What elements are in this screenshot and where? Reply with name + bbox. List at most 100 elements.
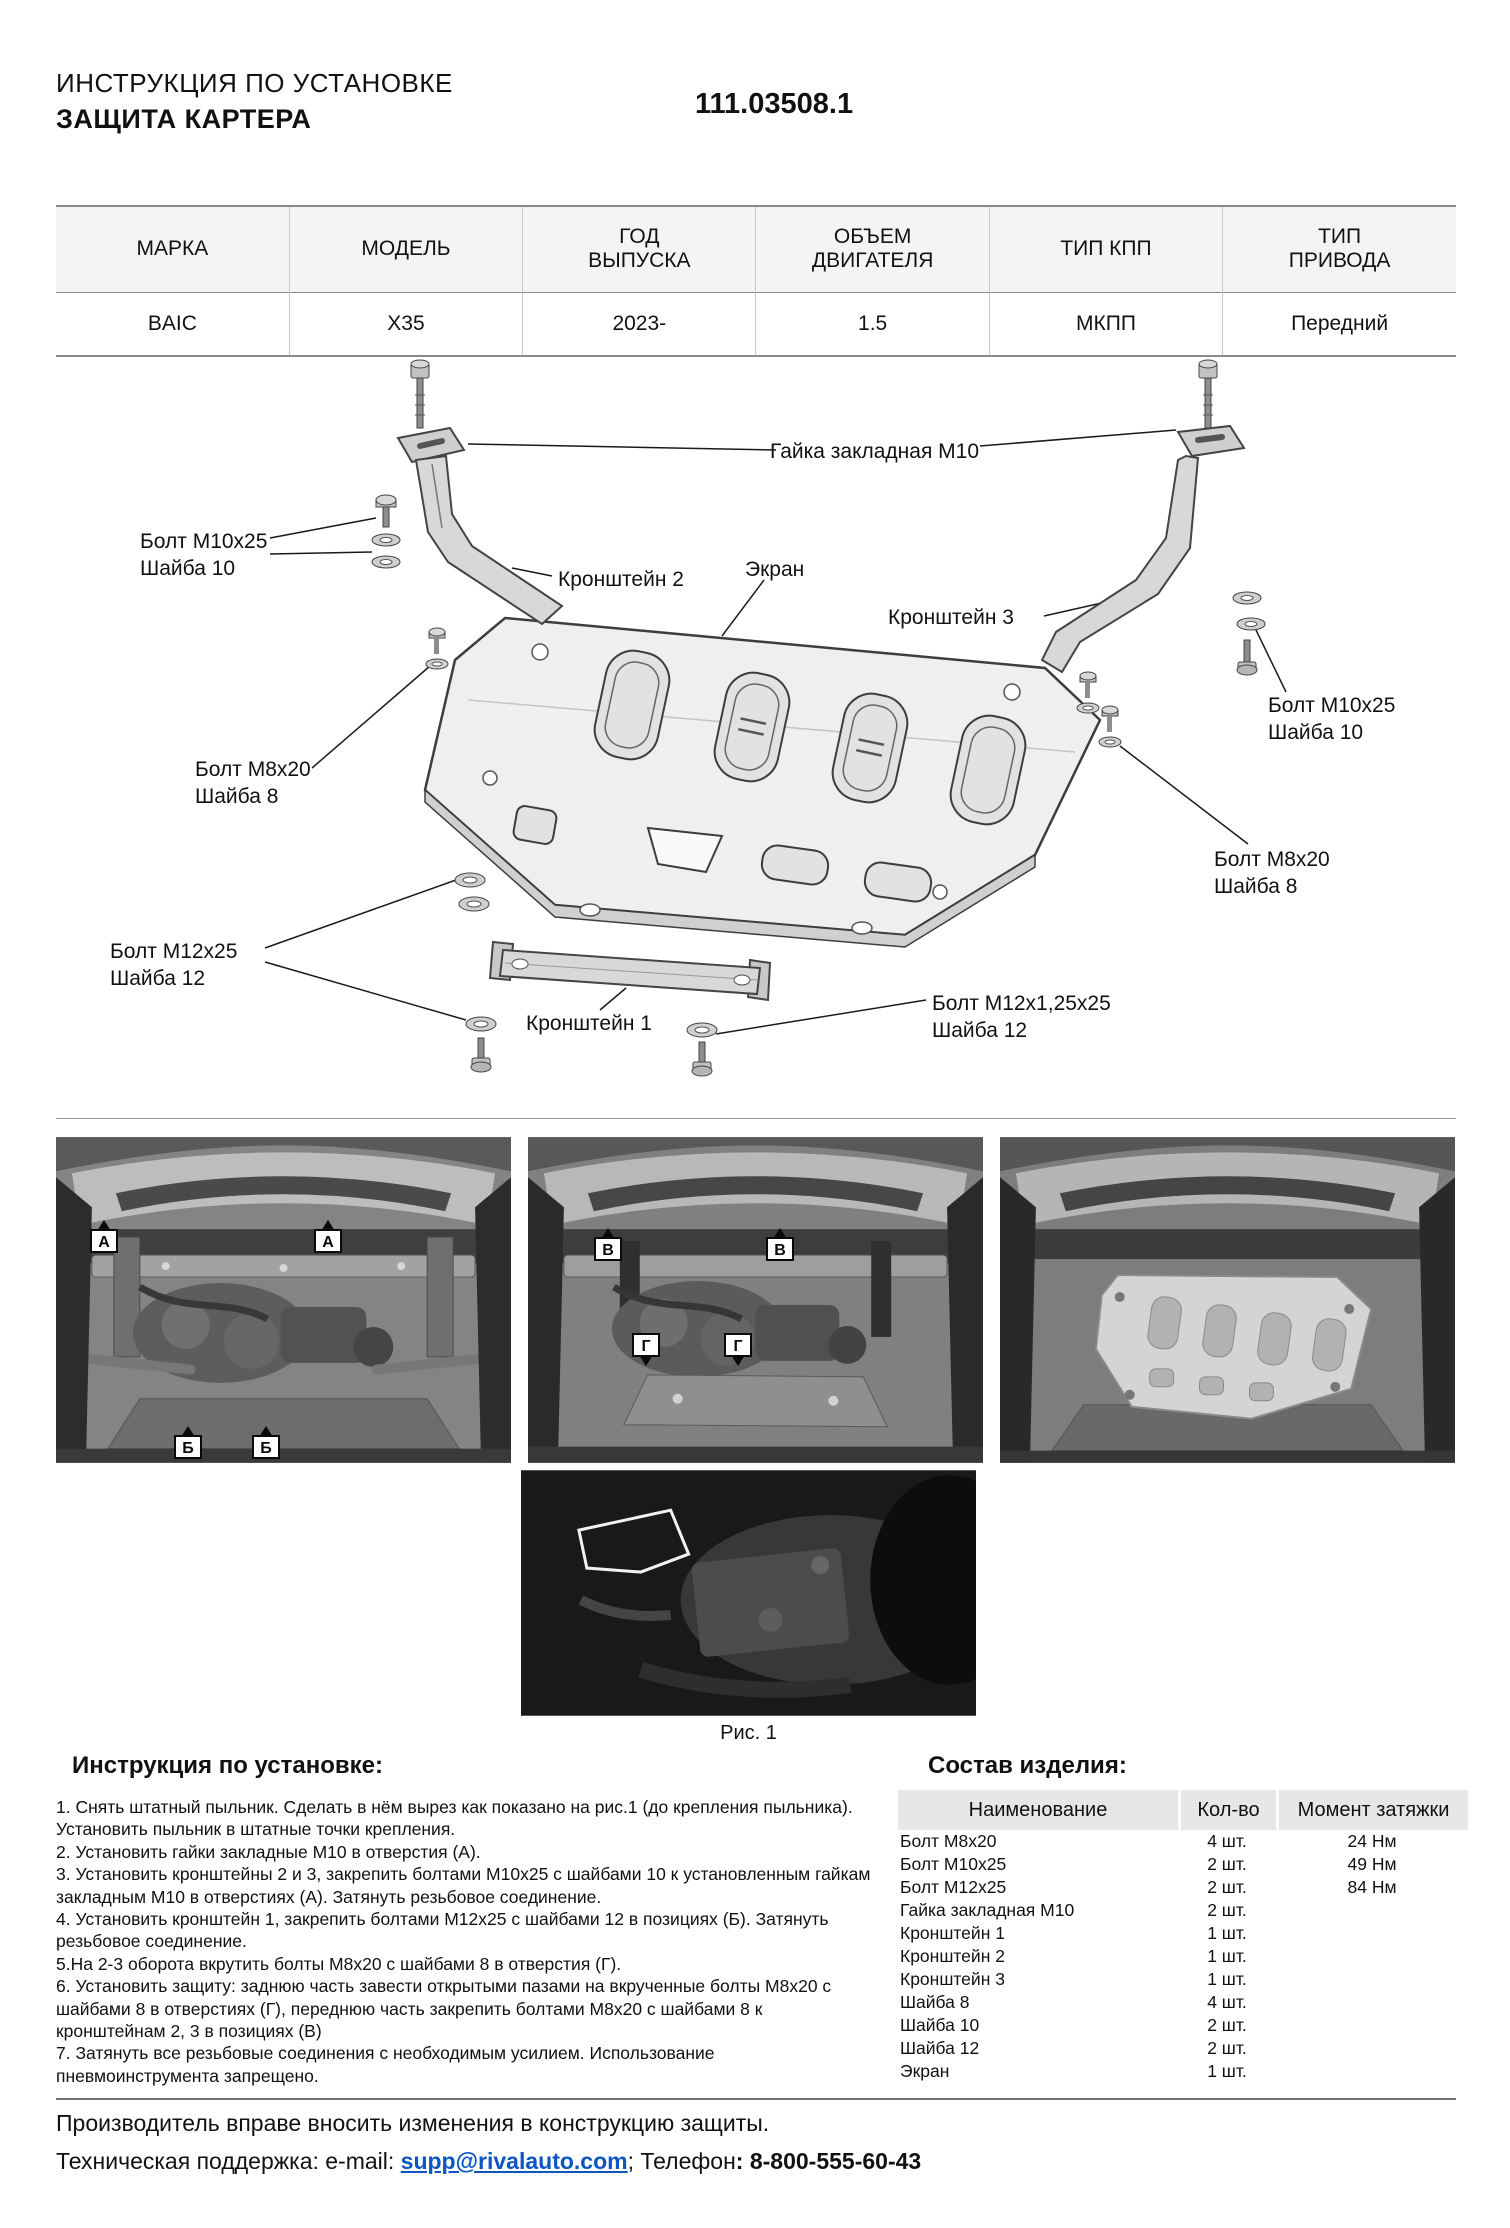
- bolt-washer-m8-left: [425, 627, 449, 670]
- separator: ;: [627, 2148, 641, 2174]
- marker-v: В: [766, 1228, 794, 1261]
- spec-header-cell: ГОД ВЫПУСКА: [522, 206, 756, 292]
- photo-mount-points-a-b: А А Б Б: [56, 1137, 511, 1463]
- bolt-washer-m8-right: [1076, 671, 1122, 748]
- marker-g: Г: [632, 1333, 660, 1366]
- step-item: 6. Установить защиту: заднюю часть завес…: [56, 1976, 832, 2041]
- parts-row: Болт М8х20 4 шт. 24 Нм: [898, 1830, 1468, 1853]
- part-qty: 2 шт.: [1207, 2038, 1247, 2058]
- shield-plate: [423, 616, 1102, 948]
- cage-nut-right: [1176, 424, 1246, 458]
- cage-nut-left: [396, 426, 466, 464]
- bolt-washer-m12-125: [686, 1022, 718, 1077]
- footer-divider: [56, 2098, 1456, 2100]
- bracket-1: [488, 940, 772, 1002]
- step-item: 1. Снять штатный пыльник. Сделать в нём …: [56, 1797, 853, 1840]
- exploded-diagram: [264, 359, 1287, 1077]
- part-qty: 2 шт.: [1207, 2015, 1247, 2035]
- support-email-link[interactable]: supp@rivalauto.com: [400, 2148, 628, 2174]
- marker-a: А: [314, 1220, 342, 1253]
- part-qty: 2 шт.: [1207, 1854, 1247, 1874]
- spec-header-cell: ОБЪЕМ ДВИГАТЕЛЯ: [755, 206, 990, 292]
- bolt-washer-m12-left: [454, 872, 497, 1073]
- support-label: Техническая поддержка: e-mail:: [56, 2148, 401, 2174]
- photo-mount-points-v-g: В В Г Г: [528, 1137, 983, 1463]
- label-bolt-m8-left: Болт М8х20 Шайба 8: [195, 758, 311, 809]
- label-bolt-m12-125: Болт М12х1,25х25 Шайба 12: [932, 992, 1111, 1043]
- step-item: 7. Затянуть все резьбовые соединения с н…: [56, 2043, 715, 2086]
- step-item: 4. Установить кронштейн 1, закрепить бол…: [56, 1908, 829, 1952]
- instructions-steps: 1. Снять штатный пыльник. Сделать в нём …: [56, 1796, 871, 2087]
- label-bolt-m12-left: Болт М12х25 Шайба 12: [110, 940, 238, 991]
- part-name: Шайба 10: [900, 2015, 980, 2035]
- part-torque: 84 Нм: [1347, 1877, 1397, 1897]
- step-item: 5.На 2-3 оборота вкрутить болты М8х20 с …: [56, 1953, 622, 1974]
- part-qty: 1 шт.: [1207, 1969, 1247, 1989]
- step-item: 3. Установить кронштейны 2 и 3, закрепит…: [56, 1864, 871, 1907]
- fig1-photo: [521, 1470, 1030, 1716]
- part-torque: [1276, 2037, 1468, 2060]
- part-name: Шайба 12: [900, 2038, 980, 2058]
- spec-header-cell: ТИП ПРИВОДА: [1222, 206, 1456, 292]
- spec-header-row: МАРКА МОДЕЛЬ ГОД ВЫПУСКА ОБЪЕМ ДВИГАТЕЛЯ…: [56, 206, 1456, 292]
- part-torque: [1276, 1945, 1468, 1968]
- part-torque: [1276, 2060, 1468, 2083]
- spec-value-cell: 1.5: [755, 292, 990, 356]
- part-torque: [1276, 1899, 1468, 1922]
- spec-value-row: BAIC X35 2023- 1.5 МКПП Передний: [56, 292, 1456, 356]
- phone-label: Телефон: [640, 2148, 736, 2174]
- part-name: Болт М8х20: [900, 1831, 997, 1851]
- marker-b: Б: [174, 1426, 202, 1459]
- spec-value-cell: МКПП: [988, 292, 1223, 356]
- marker-a: А: [90, 1220, 118, 1253]
- parts-table: Наименование Кол-во Момент затяжки Болт …: [898, 1790, 1468, 2083]
- bolt-washer-m10-right: [1232, 591, 1266, 676]
- part-torque: 24 Нм: [1347, 1831, 1397, 1851]
- spec-header-cell: МАРКА: [136, 237, 209, 261]
- part-name: Кронштейн 1: [900, 1923, 1005, 1943]
- parts-row: Шайба 10 2 шт.: [898, 2014, 1468, 2037]
- marker-v: В: [594, 1228, 622, 1261]
- part-qty: 1 шт.: [1207, 1923, 1247, 1943]
- part-torque: [1276, 1991, 1468, 2014]
- footer-support: Техническая поддержка: e-mail: supp@riva…: [56, 2148, 921, 2175]
- photo-fig1: [521, 1470, 1030, 1716]
- underside-photo-2: [528, 1137, 983, 1463]
- step-item: 2. Установить гайки закладные М10 в отве…: [56, 1841, 481, 1862]
- doc-title: ЗАЩИТА КАРТЕРА: [56, 104, 312, 134]
- part-qty: 4 шт.: [1207, 1831, 1247, 1851]
- parts-row: Шайба 12 2 шт.: [898, 2037, 1468, 2060]
- instructions-title: Инструкция по установке:: [72, 1752, 384, 1779]
- parts-header-torque: Момент затяжки: [1276, 1790, 1468, 1830]
- part-qty: 1 шт.: [1207, 2061, 1247, 2081]
- part-torque: 49 Нм: [1347, 1854, 1397, 1874]
- part-name: Болт М10х25: [900, 1854, 1007, 1874]
- part-qty: 4 шт.: [1207, 1992, 1247, 2012]
- part-torque: [1276, 1922, 1468, 1945]
- label-bolt-m10-right: Болт М10х25 Шайба 10: [1268, 694, 1396, 745]
- fig1-caption: Рис. 1: [720, 1722, 777, 1744]
- bolt-washer-m10-left: [371, 494, 401, 569]
- spec-value-cell: X35: [288, 292, 523, 356]
- parts-header-name: Наименование: [898, 1790, 1178, 1830]
- spec-header-cell: МОДЕЛЬ: [288, 206, 523, 292]
- bracket-2: [414, 454, 564, 626]
- part-torque: [1276, 2014, 1468, 2037]
- spec-value-cell: BAIC: [147, 311, 197, 335]
- underside-photo-3: [1000, 1137, 1455, 1463]
- spec-value-cell: Передний: [1222, 292, 1456, 356]
- doc-subtitle: ИНСТРУКЦИЯ ПО УСТАНОВКЕ: [56, 68, 453, 98]
- part-name: Гайка закладная М10: [900, 1900, 1075, 1920]
- bolt-m10-left-assembly: [410, 359, 430, 429]
- parts-header-row: Наименование Кол-во Момент затяжки: [898, 1790, 1468, 1830]
- part-name: Экран: [900, 2061, 950, 2081]
- marker-g: Г: [724, 1333, 752, 1366]
- label-bracket2: Кронштейн 2: [558, 568, 684, 591]
- part-name: Болт М12х25: [900, 1877, 1007, 1897]
- label-bolt-m10-left: Болт М10х25 Шайба 10: [140, 530, 268, 581]
- leader-lines: [264, 429, 1287, 1035]
